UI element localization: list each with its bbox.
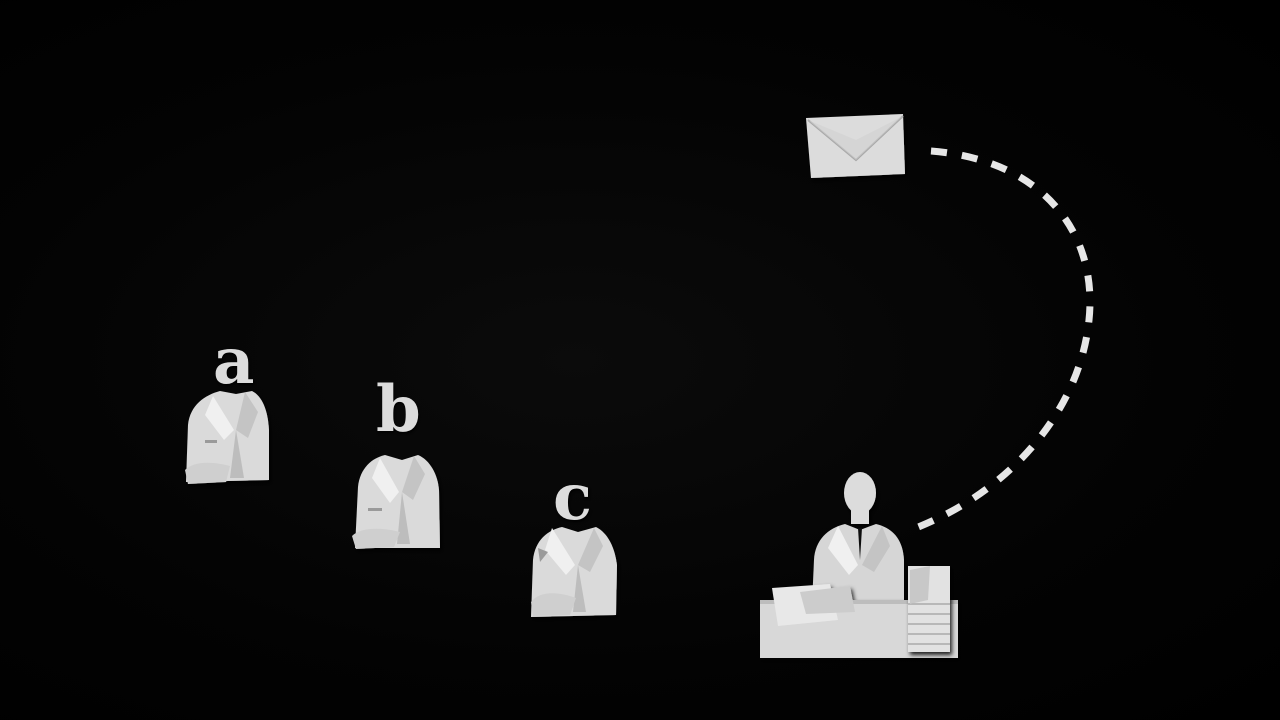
dashed-arc-path bbox=[903, 147, 1094, 536]
label-a: a bbox=[213, 324, 255, 399]
person-figure-c bbox=[531, 527, 617, 617]
label-c: c bbox=[553, 460, 592, 535]
person-figure-b bbox=[352, 455, 440, 549]
office-worker-figure bbox=[812, 472, 904, 605]
paper-stack-icon bbox=[908, 566, 950, 652]
label-b: b bbox=[376, 372, 421, 447]
person-figure-a bbox=[185, 391, 269, 484]
envelope-icon bbox=[806, 114, 905, 178]
